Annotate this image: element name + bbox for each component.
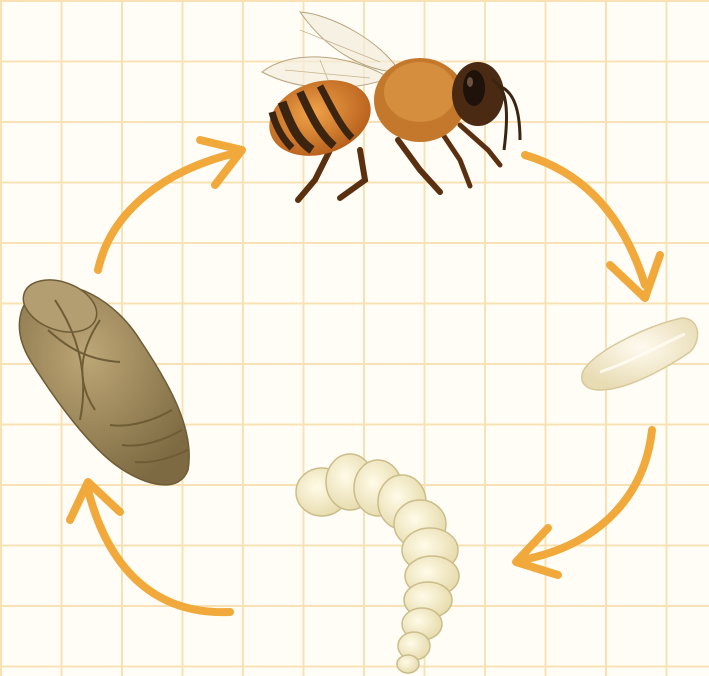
bee-pupa-icon: [16, 270, 189, 484]
honeybee-adult-icon: [259, 12, 520, 200]
arrow-adult-to-egg: [525, 155, 660, 298]
bee-larva-icon: [296, 454, 459, 673]
arrow-pupa-to-adult: [98, 140, 242, 270]
bee-egg-icon: [582, 318, 698, 390]
arrow-larva-to-pupa: [70, 482, 230, 612]
arrow-egg-to-larva: [516, 430, 652, 575]
